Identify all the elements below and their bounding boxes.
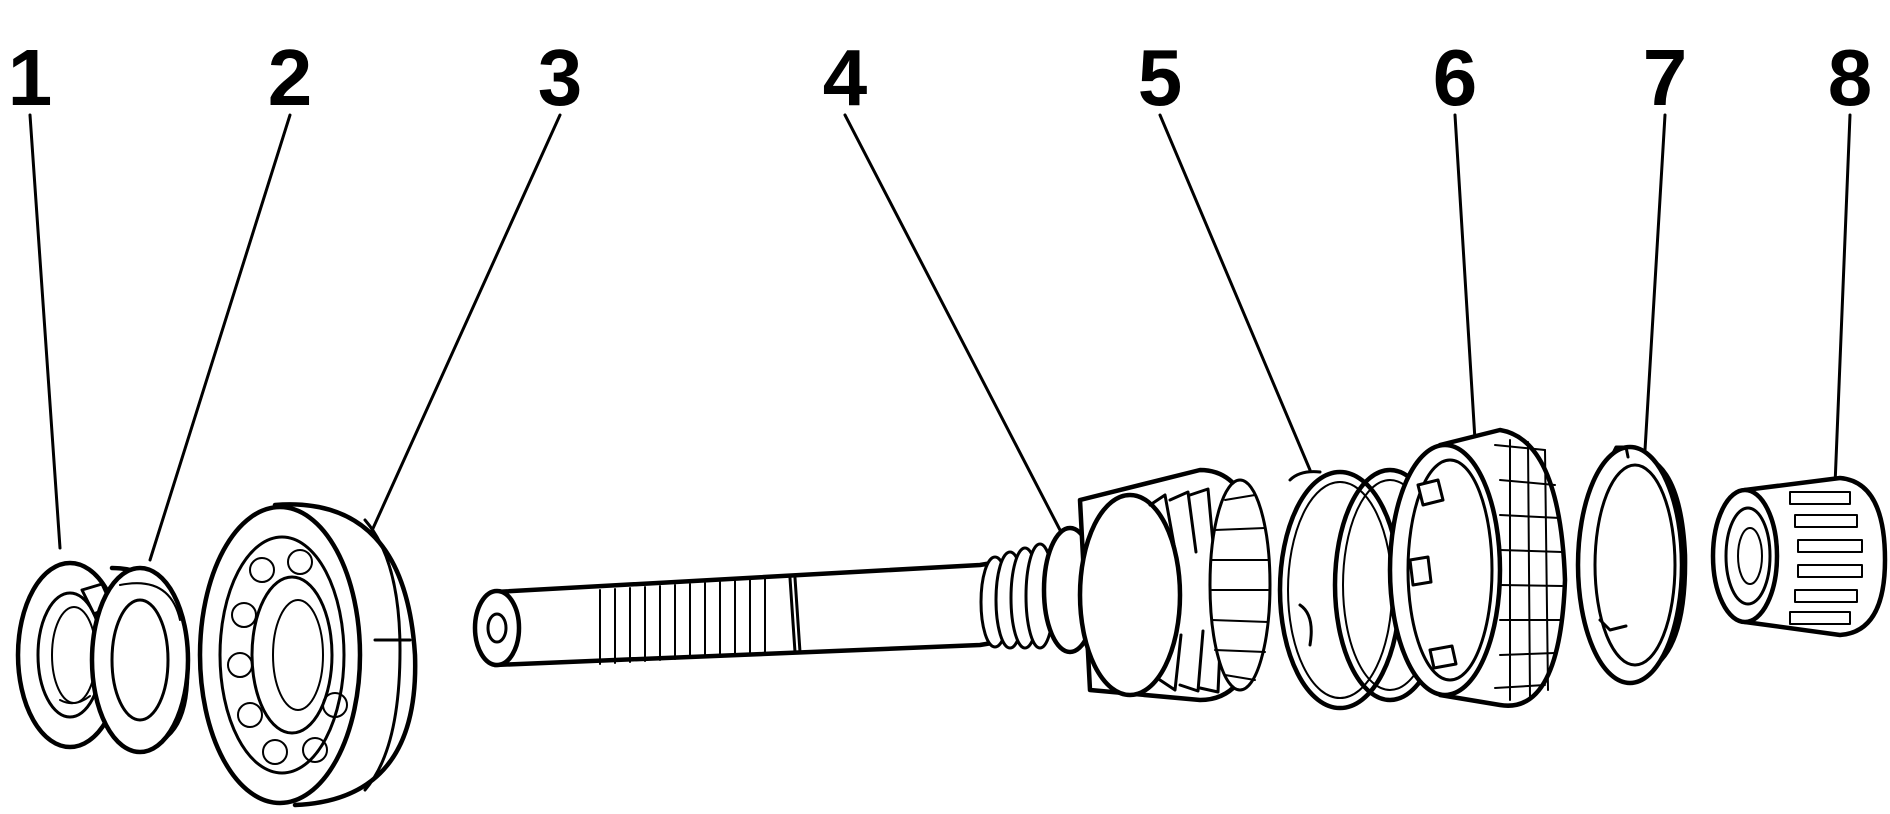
- leader-line-6: [1453, 113, 1477, 442]
- callout-number-3: 3: [538, 33, 583, 122]
- callout-number-8: 8: [1828, 33, 1873, 122]
- leader-line-5: [1158, 113, 1312, 472]
- callout-number-4: 4: [823, 33, 868, 122]
- callout-number-7: 7: [1643, 33, 1688, 122]
- part-spacer-washer: [89, 565, 191, 755]
- leader-line-4: [843, 113, 1062, 532]
- leader-line-2: [148, 113, 292, 562]
- leader-line-7: [1643, 113, 1667, 452]
- callout-number-1: 1: [8, 33, 53, 122]
- part-synchro-hub: [1387, 427, 1568, 708]
- callout-number-2: 2: [268, 33, 313, 122]
- leader-line-8: [1833, 113, 1852, 487]
- callout-number-6: 6: [1433, 33, 1478, 122]
- leader-line-1: [28, 113, 62, 550]
- leader-line-3: [368, 113, 562, 537]
- part-needle-roller-bearing: [1710, 475, 1888, 638]
- part-input-shaft: [472, 467, 1272, 703]
- part-ball-bearing: [197, 502, 418, 808]
- part-blocker-ring: [1575, 444, 1688, 686]
- leader-lines: [28, 113, 1852, 562]
- callout-number-5: 5: [1138, 33, 1183, 122]
